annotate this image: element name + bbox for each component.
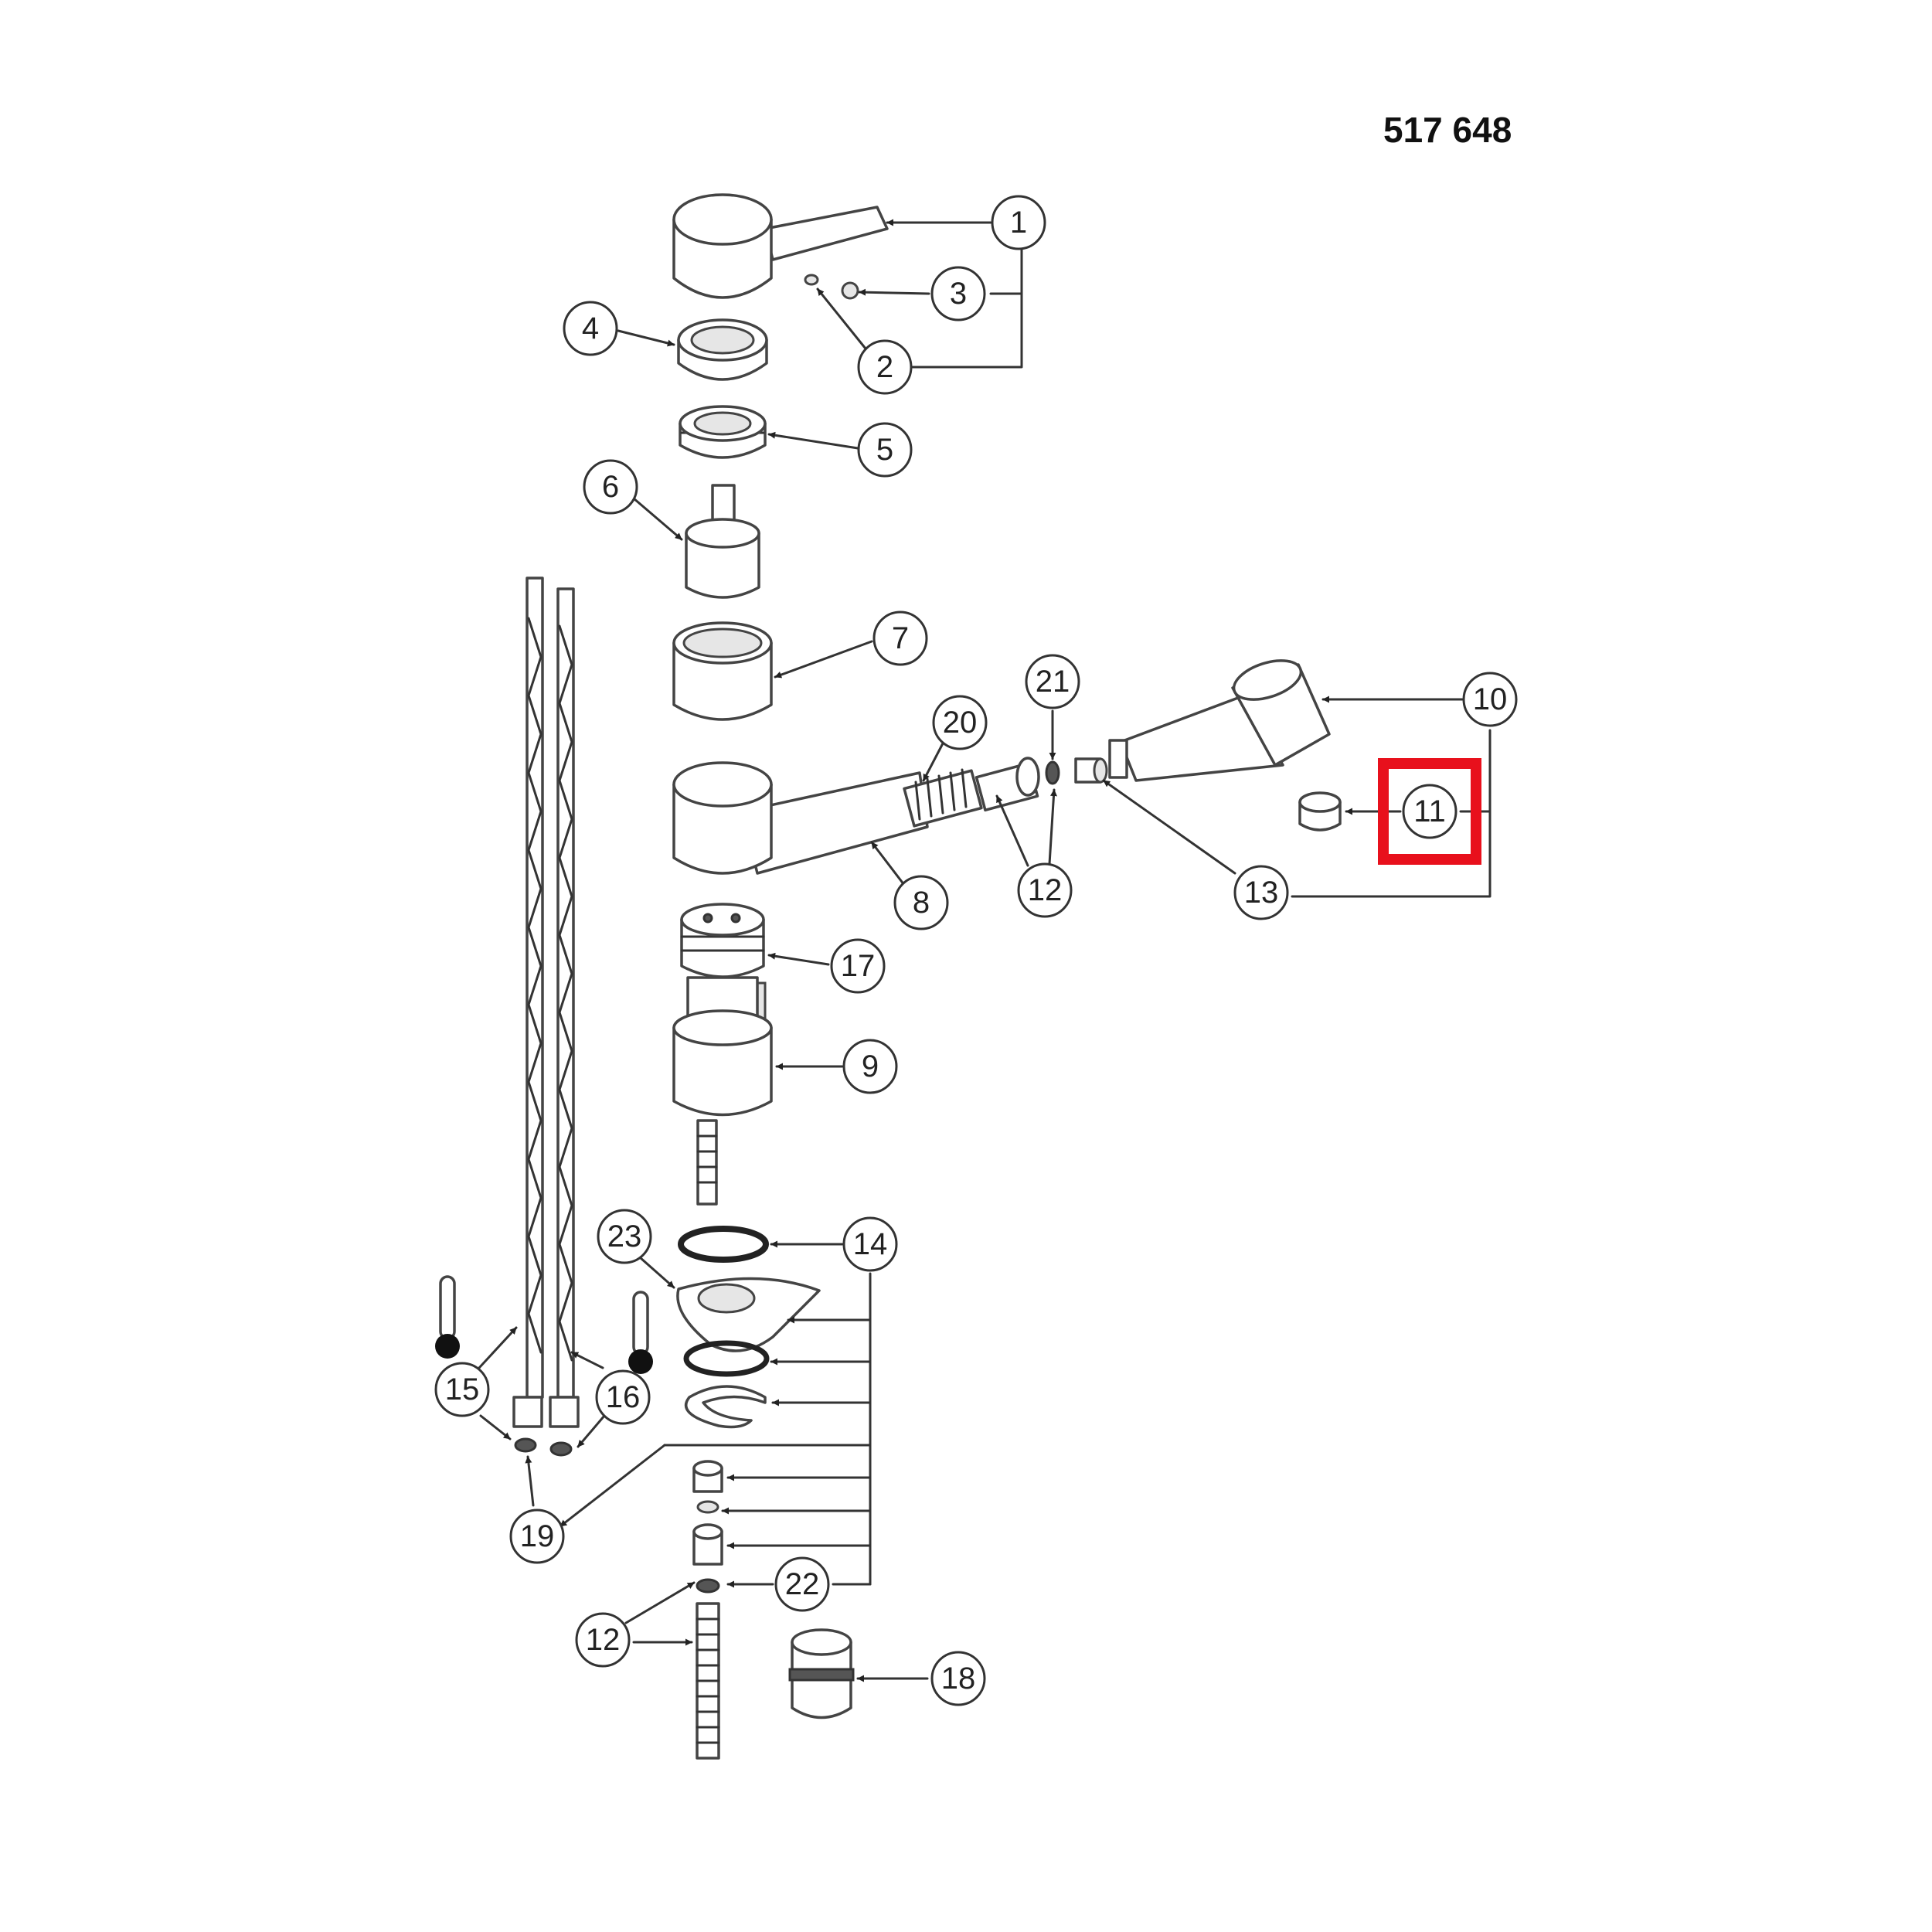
svg-text:16: 16 xyxy=(606,1380,641,1414)
part-hose-spring xyxy=(903,768,983,828)
callout-13: 13 xyxy=(1233,865,1289,920)
svg-text:12: 12 xyxy=(1028,873,1063,907)
callout-17: 17 xyxy=(830,938,886,994)
callout-21: 21 xyxy=(1025,654,1080,709)
part-threaded-rod xyxy=(696,1119,718,1206)
svg-text:6: 6 xyxy=(602,470,619,504)
part-lower-hose xyxy=(696,1578,720,1760)
callout-12-spout: 12 xyxy=(1017,862,1073,918)
part-c-clip xyxy=(684,1385,767,1429)
callout-16: 16 xyxy=(595,1369,651,1425)
callout-20: 20 xyxy=(932,695,988,750)
svg-text:23: 23 xyxy=(607,1219,642,1253)
svg-text:19: 19 xyxy=(520,1519,555,1553)
svg-text:5: 5 xyxy=(876,433,893,467)
svg-text:2: 2 xyxy=(876,350,893,384)
svg-text:11: 11 xyxy=(1413,794,1446,828)
svg-text:21: 21 xyxy=(1036,665,1070,699)
part-fixing-nut xyxy=(692,1460,723,1566)
product-code: 517 648 xyxy=(1383,110,1512,150)
callout-7: 7 xyxy=(872,611,928,666)
part-spray-head xyxy=(1108,659,1331,782)
part-screw xyxy=(804,274,819,286)
part-cartridge xyxy=(685,484,760,599)
part-hose-coupling xyxy=(975,757,1040,812)
callout-3: 3 xyxy=(930,266,986,321)
svg-text:4: 4 xyxy=(582,311,599,345)
callout-22: 22 xyxy=(774,1556,830,1612)
hot-water-icon xyxy=(628,1291,653,1374)
part-screw-cap xyxy=(841,281,859,300)
part-supply-hoses xyxy=(512,577,580,1428)
callout-18: 18 xyxy=(930,1651,986,1706)
callout-10: 10 xyxy=(1462,672,1518,727)
svg-text:10: 10 xyxy=(1473,682,1508,716)
svg-text:1: 1 xyxy=(1010,206,1027,240)
callout-19: 19 xyxy=(509,1509,565,1564)
callout-15: 15 xyxy=(434,1362,490,1417)
part-washer xyxy=(683,1340,770,1377)
callout-11: 11 xyxy=(1402,784,1458,839)
highlight-box xyxy=(1378,758,1481,865)
part-sleeve xyxy=(672,621,773,721)
svg-text:12: 12 xyxy=(586,1623,621,1657)
part-base-body xyxy=(672,976,773,1117)
svg-text:22: 22 xyxy=(785,1567,820,1601)
svg-text:7: 7 xyxy=(892,621,909,655)
svg-text:13: 13 xyxy=(1244,876,1279,910)
part-connector xyxy=(1074,757,1108,784)
part-supply-gaskets xyxy=(514,1437,573,1457)
callout-9: 9 xyxy=(842,1039,898,1094)
svg-text:3: 3 xyxy=(950,277,967,311)
callout-4: 4 xyxy=(563,301,618,356)
part-o-ring-small xyxy=(1045,760,1060,785)
part-retaining-nut xyxy=(679,405,767,459)
callout-6: 6 xyxy=(583,459,638,515)
part-hose-weight xyxy=(788,1628,855,1719)
svg-text:18: 18 xyxy=(941,1662,976,1696)
callout-2: 2 xyxy=(857,339,913,395)
part-aerator xyxy=(1298,791,1342,832)
svg-text:9: 9 xyxy=(862,1049,879,1083)
callout-5: 5 xyxy=(857,422,913,478)
part-base-gasket xyxy=(678,1226,769,1263)
callout-23: 23 xyxy=(597,1209,652,1264)
callout-12-lower: 12 xyxy=(575,1612,631,1668)
svg-text:20: 20 xyxy=(943,706,978,740)
callout-8: 8 xyxy=(893,875,949,930)
leader-lines xyxy=(478,219,1492,1682)
part-lever-handle xyxy=(672,193,889,299)
part-cover-ring xyxy=(677,318,768,381)
cold-water-icon xyxy=(435,1275,460,1359)
part-spout-body xyxy=(672,761,929,875)
svg-text:15: 15 xyxy=(445,1372,480,1406)
svg-text:17: 17 xyxy=(841,949,876,983)
part-horseshoe-plate xyxy=(676,1277,821,1352)
svg-text:8: 8 xyxy=(913,886,930,920)
callout-1: 1 xyxy=(991,195,1046,250)
svg-text:14: 14 xyxy=(853,1227,888,1261)
callout-14: 14 xyxy=(842,1216,898,1272)
